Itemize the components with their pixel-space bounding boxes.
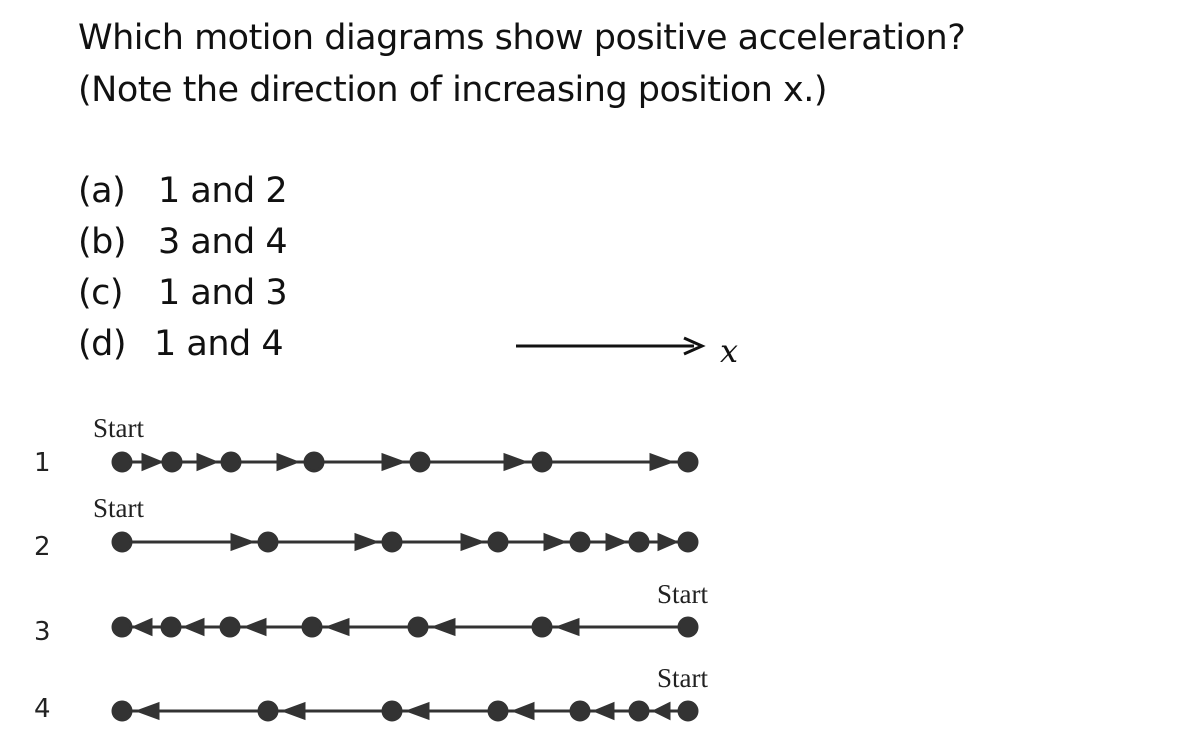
diagram-number: 1 <box>34 448 51 478</box>
choice-d[interactable]: (d) 1 and 4 <box>78 319 287 370</box>
x-axis-arrow: x <box>516 332 738 370</box>
motion-diagram-1: 1 Start <box>34 413 699 478</box>
question-line-2: (Note the direction of increasing positi… <box>78 70 828 110</box>
choice-letter: (c) <box>78 273 124 313</box>
motion-track <box>111 616 699 638</box>
motion-track <box>111 700 699 722</box>
motion-diagram-4: 4 Start <box>34 663 708 724</box>
choice-b[interactable]: (b) 3 and 4 <box>78 217 288 268</box>
start-label: Start <box>657 663 708 693</box>
choice-text: 1 and 4 <box>154 324 284 364</box>
choice-letter: (b) <box>78 222 127 262</box>
motion-diagram-3: 3 Start <box>34 579 708 647</box>
choice-letter: (a) <box>78 171 126 211</box>
motion-diagram-2: 2 Start <box>34 493 699 562</box>
start-label: Start <box>93 493 144 523</box>
question-line-1: Which motion diagrams show positive acce… <box>78 18 966 58</box>
question: Which motion diagrams show positive acce… <box>78 12 1078 116</box>
motion-track <box>111 451 699 473</box>
start-label: Start <box>93 413 144 443</box>
motion-track <box>111 531 699 553</box>
choice-text: 1 and 3 <box>158 273 288 313</box>
diagram-number: 4 <box>34 694 51 724</box>
diagram-number: 3 <box>34 617 51 647</box>
answer-choices: (a) 1 and 2 (b) 3 and 4 (c) 1 and 3 (d) 1 an… <box>78 166 288 370</box>
diagram-number: 2 <box>34 532 51 562</box>
start-label: Start <box>657 579 708 609</box>
choice-text: 1 and 2 <box>158 171 288 211</box>
x-axis-label: x <box>720 332 738 370</box>
choice-a[interactable]: (a) 1 and 2 <box>78 166 288 217</box>
choice-text: 3 and 4 <box>158 222 288 262</box>
choice-c[interactable]: (c) 1 and 3 <box>78 268 288 319</box>
choice-letter: (d) <box>78 324 127 364</box>
